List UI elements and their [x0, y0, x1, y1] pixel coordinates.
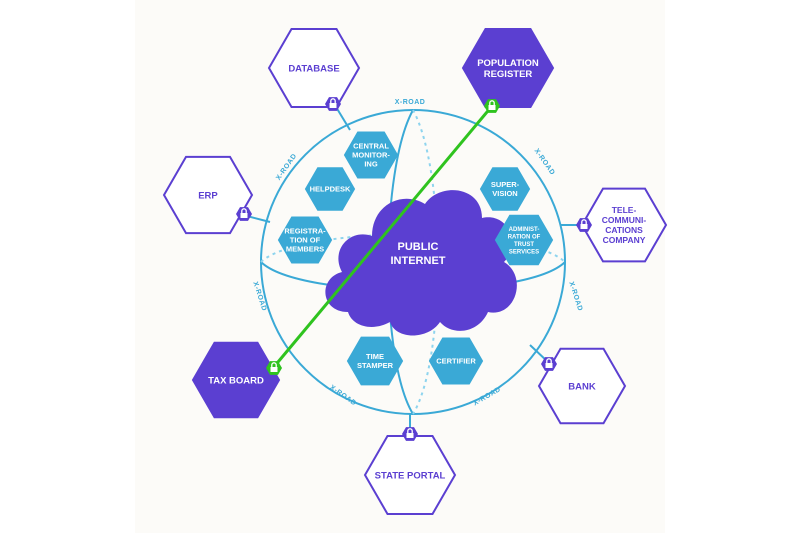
inner-service-hexagon [346, 336, 404, 386]
inner-service-label-line: HELPDESK [310, 185, 351, 194]
inner-service-label-line: ING [364, 160, 378, 169]
member-label-line: DATABASE [288, 63, 339, 74]
member-label-line: TAX BOARD [208, 375, 264, 386]
member-label-line: CATIONS [605, 225, 643, 235]
xroad-label-right: X-ROAD [567, 281, 583, 312]
inner-service-supervision: SUPER-VISION [479, 167, 531, 211]
lock-icon [266, 361, 282, 375]
inner-service-label-line: STAMPER [357, 361, 394, 370]
inner-service-label-line: ADMINIST- [509, 227, 540, 233]
member-hexagon [363, 435, 457, 515]
inner-service-label-line: REGISTRA- [284, 227, 326, 236]
globe-meridian-back [412, 109, 439, 415]
inner-service-label-line: VISION [492, 189, 517, 198]
member-hexagon [461, 28, 555, 108]
member-database: DATABASE [267, 28, 361, 108]
inner-service-label-line: TRUST [514, 242, 534, 248]
member-state-portal: STATE PORTAL [363, 435, 457, 515]
member-hexagon [191, 341, 281, 419]
inner-service-hexagon [277, 216, 333, 264]
inner-service-hexagon [479, 167, 531, 211]
lock-icon [325, 97, 341, 111]
member-label-line: BANK [568, 381, 596, 392]
lock-icon [402, 427, 418, 441]
member-tax-board: TAX BOARD [191, 341, 281, 419]
xroad-label-top: X-ROAD [395, 99, 426, 106]
xroad-label-bottom-left: X-ROAD [328, 384, 357, 407]
member-label-line: STATE PORTAL [375, 470, 446, 481]
public-internet-cloud: PUBLIC INTERNET [325, 190, 517, 336]
member-bank: BANK [537, 347, 627, 425]
member-label-line: POPULATION [477, 58, 539, 69]
inner-service-hexagon [343, 131, 399, 179]
member-label-line: COMMUNI- [602, 215, 647, 225]
inner-service-hexagon [494, 214, 554, 266]
inner-service-label-line: MEMBERS [286, 245, 324, 254]
inner-service-label-line: CERTIFIER [436, 357, 476, 366]
green-link-tax-to-population [271, 105, 494, 369]
lock-icon [236, 207, 252, 221]
inner-service-helpdesk: HELPDESK [304, 167, 356, 211]
locks [236, 97, 592, 441]
inner-service-label-line: CENTRAL [353, 142, 389, 151]
inner-service-hexagon [304, 167, 356, 211]
cloud-shape [325, 190, 517, 336]
member-label-line: ERP [198, 190, 218, 201]
inner-service-certifier: CERTIFIER [428, 337, 484, 385]
member-label-line: COMPANY [603, 235, 646, 245]
inner-service-label-line: MONITOR- [352, 151, 390, 160]
cloud-label-line-1: PUBLIC [398, 241, 439, 253]
member-erp: ERP [162, 155, 254, 235]
member-hexagon [162, 155, 254, 235]
inner-service-label-line: TIME [366, 352, 384, 361]
inner-service-label-line: SUPER- [491, 180, 520, 189]
cloud-label-line-2: INTERNET [391, 255, 446, 267]
xroad-label-bottom-right: X-ROAD [472, 386, 502, 407]
member-label-line: REGISTER [484, 69, 533, 80]
member-hexagon [537, 347, 627, 425]
inner-service-label-line: SERVICES [509, 249, 539, 255]
inner-service-label-line: TION OF [290, 236, 321, 245]
inner-service-hexagon [428, 337, 484, 385]
lock-icon [576, 218, 592, 232]
member-label-line: TELE- [612, 205, 637, 215]
lock-icon [484, 99, 500, 113]
lock-icon [541, 357, 557, 371]
inner-service-label-line: RATION OF [508, 234, 541, 240]
